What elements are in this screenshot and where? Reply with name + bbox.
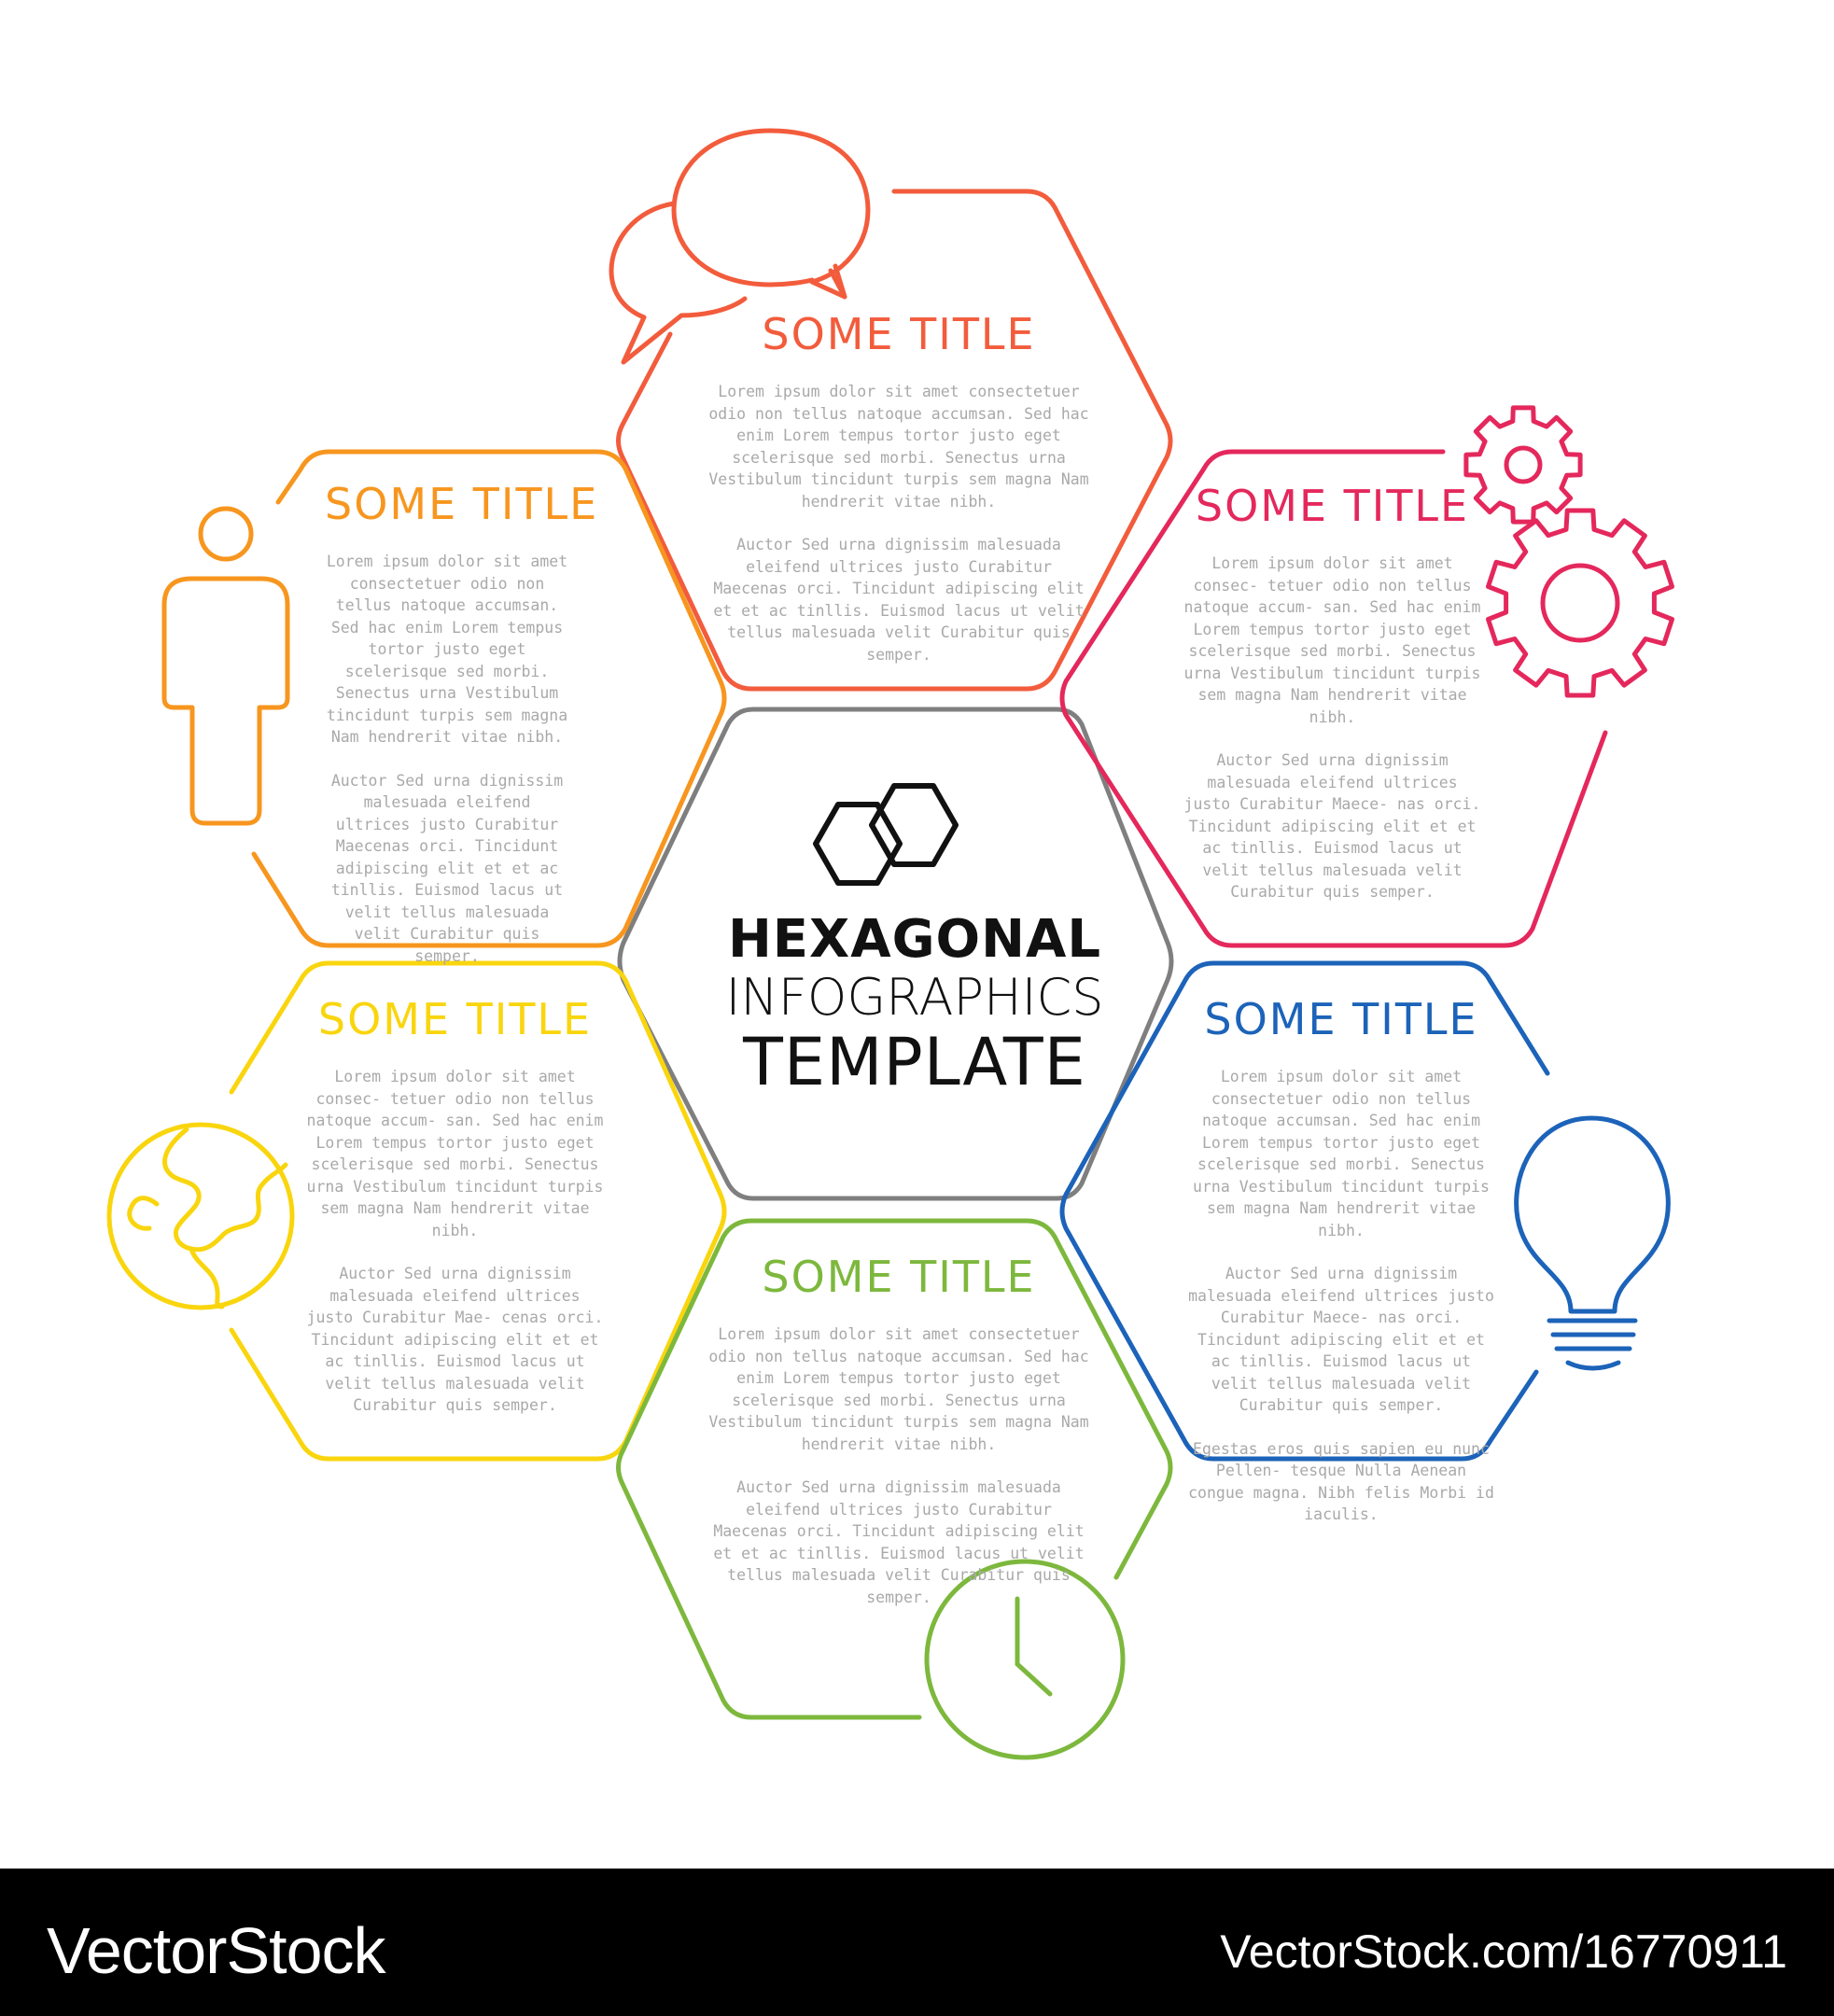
panel-paragraph: Auctor Sed urna dignissim malesuada elei… [1183,751,1481,901]
panel-title: SOME TITLE [1195,481,1470,531]
hexagon-outlines [106,128,1674,1760]
panel-title: SOME TITLE [762,1252,1036,1302]
panel-title: SOME TITLE [1204,994,1478,1044]
panel-bottom-left: SOME TITLE Lorem ipsum dolor sit amet co… [303,993,607,1438]
panel-paragraph: Auctor Sed urna dignissim malesuada elei… [1188,1265,1494,1414]
globe-icon [106,1122,295,1310]
panel-paragraph: Lorem ipsum dolor sit amet consec- tetue… [1183,554,1481,726]
panel-paragraph: Lorem ipsum dolor sit amet consectetuer … [1193,1068,1490,1239]
watermark-footer: VectorStock VectorStock.com/16770911 [0,1869,1834,2016]
speech-bubbles-icon [609,128,871,365]
panel-paragraph: Egestas eros quis sapien eu nunc Pellen-… [1188,1439,1494,1524]
panel-title: SOME TITLE [317,994,593,1044]
center-hexagon [617,707,1174,1201]
panel-paragraph: Auctor Sed urna dignissim malesuada elei… [330,771,564,965]
center-title-line2: INFOGRAPHICS [725,968,1104,1027]
person-icon [161,506,290,826]
panel-paragraph: Lorem ipsum dolor sit amet consectetuer … [708,1325,1089,1453]
footer-url: VectorStock.com/16770911 [1220,1925,1787,1978]
panel-paragraph: Lorem ipsum dolor sit amet consectetuer … [708,383,1089,511]
panel-bottom-right: SOME TITLE Lorem ipsum dolor sit amet co… [1187,993,1495,1547]
bottom-panel-outline [616,1218,1173,1720]
lightbulb-icon [1514,1115,1671,1371]
top-panel-outline [616,189,1173,692]
panel-paragraph: Auctor Sed urna dignissim malesuada elei… [713,536,1085,664]
footer-brand: VectorStock [47,1914,386,1987]
panel-top: SOME TITLE Lorem ipsum dolor sit amet co… [707,308,1090,687]
panel-top-right: SOME TITLE Lorem ipsum dolor sit amet co… [1181,480,1484,925]
panel-paragraph: Auctor Sed urna dignissim malesuada elei… [306,1265,604,1414]
panel-paragraph: Auctor Sed urna dignissim malesuada elei… [713,1478,1085,1606]
clock-icon [924,1559,1126,1760]
panel-top-left: SOME TITLE Lorem ipsum dolor sit amet co… [325,478,599,988]
center-title-line3: TEMPLATE [743,1024,1086,1100]
top-left-panel-outline [251,449,727,948]
top-right-panel-outline [1059,449,1608,948]
panel-title: SOME TITLE [325,479,599,529]
panel-bottom: SOME TITLE Lorem ipsum dolor sit amet co… [707,1251,1090,1630]
gears-icon [1463,405,1674,698]
panel-paragraph: Lorem ipsum dolor sit amet consec- tetue… [306,1068,604,1239]
panel-paragraph: Lorem ipsum dolor sit amet consectetuer … [326,553,568,746]
bottom-left-panel-outline [229,960,727,1462]
panel-title: SOME TITLE [762,309,1036,359]
center-title: HEXAGONAL INFOGRAPHICS TEMPLATE [672,910,1157,1099]
center-title-line1: HEXAGONAL [727,909,1102,970]
hexagon-logo-icon [813,783,959,886]
bottom-right-panel-outline [1059,960,1550,1462]
